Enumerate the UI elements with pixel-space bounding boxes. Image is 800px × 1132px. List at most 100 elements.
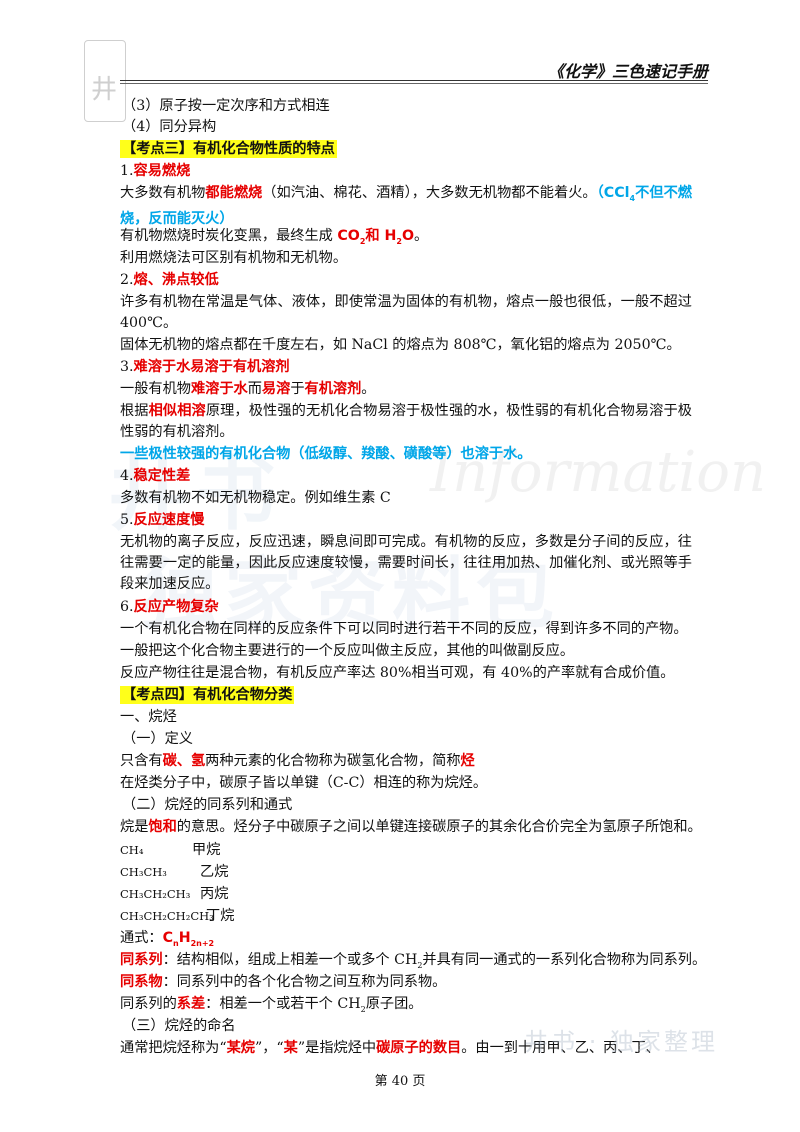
subheading-2: 2.熔、沸点较低 [120,270,692,291]
line-hydrocarbon: 只含有碳、氢两种元素的化合物称为碳氢化合物，简称烃 [120,751,692,772]
emphasis: 相似相溶 [148,403,206,419]
line-l2: （4）同分异构 [122,119,217,135]
text: 通常把烷烃称为“ [120,1040,227,1056]
emphasis: 碳原子的数目 [376,1040,462,1056]
formula: H [178,930,191,946]
line-homolog-difference: 同系列的系差：相差一个或若干个 CH2原子团。 [120,994,692,1020]
formula: CH₄ [120,843,144,857]
text: 。 [361,381,376,397]
text: 通式： [120,930,163,946]
header-rule-thin [120,83,708,84]
term: 同系物 [120,974,163,990]
line-products-3: 反应产物往往是混合物，有机反应产率达 80%相当可观，有 40%的产率就有合成价… [120,665,675,681]
line-naming: 通常把烷烃称为“某烷”，“某”是指烷烃中碳原子的数目。由一到十用甲、乙、丙、丁、 [120,1038,692,1059]
header-rule [120,80,708,81]
text: 。由一到十用甲、乙、丙、丁、 [461,1040,660,1056]
formula: CH₃CH₂CH₂CH₃ [120,909,214,923]
text: 大多数有机物 [120,185,206,201]
note: 不但不燃烧，反而能灭火） [120,185,692,227]
num: 3. [120,359,134,375]
heading-highlight: 【考点四】有机化合物分类 [120,686,295,704]
side-logo: 井 [84,40,126,122]
formula: O [401,228,415,244]
subscript: 2 [359,236,366,246]
text: 根据 [120,403,149,419]
text: 有机物燃烧时炭化变黑，最终生成 [120,228,338,244]
num: 1. [120,163,134,179]
text: 一般有机物 [120,381,191,397]
subscript: 2 [396,236,402,246]
emphasis: 有机溶剂 [304,381,362,397]
formula: CH₃CH₂CH₃ [120,887,191,901]
text: ：结构相似，组成上相差一个或多个 CH [162,952,418,968]
line-products-1: 一个有机化合物在同样的反应条件下可以同时进行若干不同的反应，得到许多不同的产物。 [120,621,688,637]
subscript: 2 [417,960,423,970]
text: ”是指烷烃中 [297,1040,377,1056]
emphasis: 碳、氢 [162,753,206,769]
line-products-2: 一般把这个化合物主要进行的一个反应叫做主反应，其他的叫做副反应。 [120,643,575,659]
line-polar-note: 一些极性较强的有机化合物（低级醇、羧酸、磺酸等）也溶于水。 [120,446,532,462]
text: 的意思。烃分子中碳原子之间以单键连接碳原子的其余化合价完全为氢原子所饱和。 [176,819,702,835]
emphasis: 饱和 [148,819,177,835]
text: 原理，极性强的无机化合物易溶于极性强的水，极性弱的有机化合物易溶于极性弱的有机溶… [120,403,692,440]
formula-row-3: CH₃CH₂CH₃ 丙烷 [120,884,692,905]
num: 6. [120,599,134,615]
emphasis: 某 [283,1040,298,1056]
subscript: n [173,938,179,948]
subheading-text: 熔、沸点较低 [133,272,219,288]
text: 。 [414,228,429,244]
note: （CCl [596,185,630,201]
line-alkane-definition: 在烃类分子中，碳原子皆以单键（C-C）相连的称为烷烃。 [120,775,488,791]
paragraph-burn: 大多数有机物都能燃烧（如汽油、棉花、酒精），大多数无机物都不能着火。（CCl4不… [120,183,692,230]
text: 只含有 [120,753,163,769]
formula: CH₃CH₃ [120,865,167,879]
line-combustion-method: 利用燃烧法可区别有机物和无机物。 [120,250,348,266]
subheading-5: 5.反应速度慢 [120,510,692,531]
emphasis: 易溶 [261,381,291,397]
line-l1: （3）原子按一定次序和方式相连 [122,98,330,114]
formula: CO [337,228,360,244]
line-saturated: 烷是饱和的意思。烃分子中碳原子之间以单键连接碳原子的其余化合价完全为氢原子所饱和… [120,817,702,838]
subheading-text: 难溶于水易溶于有机溶剂 [133,359,290,375]
heading-highlight: 【考点三】有机化合物性质的特点 [120,140,337,158]
subheading-4: 4.稳定性差 [120,466,692,487]
paragraph-reaction-speed: 无机物的离子反应，反应迅速，瞬息间即可完成。有机物的反应，多数是分子间的反应，往… [120,534,692,592]
subscript: 2n+2 [190,938,215,948]
num: 4. [120,468,134,484]
compound-name: 丁烷 [206,908,235,924]
subheading-1: 1.容易燃烧 [120,161,692,182]
section-heading-3: 【考点三】有机化合物性质的特点 [120,139,692,160]
text: 烷是 [120,819,149,835]
subscript: 4 [629,193,636,203]
subheading-text: 容易燃烧 [133,163,191,179]
header-title: 《化学》三色速记手册 [547,62,708,81]
line-general-formula: 通式：CnH2n+2 [120,928,692,954]
text: 于 [290,381,305,397]
paragraph-like-dissolves: 根据相似相溶原理，极性强的无机化合物易溶于极性强的水，极性弱的有机化合物易溶于极… [120,401,692,443]
logo-glyph: 井 [91,75,118,105]
emphasis: 都能燃烧 [205,185,263,201]
text: ”，“ [254,1040,284,1056]
compound-name: 丙烷 [200,886,229,902]
text: ：同系列中的各个化合物之间互称为同系物。 [162,974,447,990]
line-solubility: 一般有机物难溶于水而易溶于有机溶剂。 [120,379,692,400]
text: （如汽油、棉花、酒精），大多数无机物都不能着火。 [262,185,597,201]
line-stability: 多数有机物不如无机物稳定。例如维生素 C [120,490,391,506]
line-homologous-series: 同系列：结构相似，组成上相差一个或多个 CH2并具有同一通式的一系列化合物称为同… [120,950,706,976]
section-heading-4: 【考点四】有机化合物分类 [120,685,692,706]
formula: 和 H [365,228,397,244]
line-naming-title: （三）烷烃的命名 [122,1018,236,1034]
text: 原子团。 [365,996,423,1012]
subheading-6: 6.反应产物复杂 [120,597,692,618]
text: 而 [247,381,262,397]
line-carbonize: 有机物燃烧时炭化变黑，最终生成 CO2和 H2O。 [120,226,692,252]
subscript: 2 [360,1004,366,1014]
subheading-text: 反应产物复杂 [133,599,219,615]
formula: C [162,930,173,946]
emphasis: 烃 [460,753,475,769]
paragraph-melting: 许多有机物在常温是气体、液体，即使常温为固体的有机物，熔点一般也很低，一般不超过… [120,294,692,331]
text: 并具有同一通式的一系列化合物称为同系列。 [422,952,707,968]
